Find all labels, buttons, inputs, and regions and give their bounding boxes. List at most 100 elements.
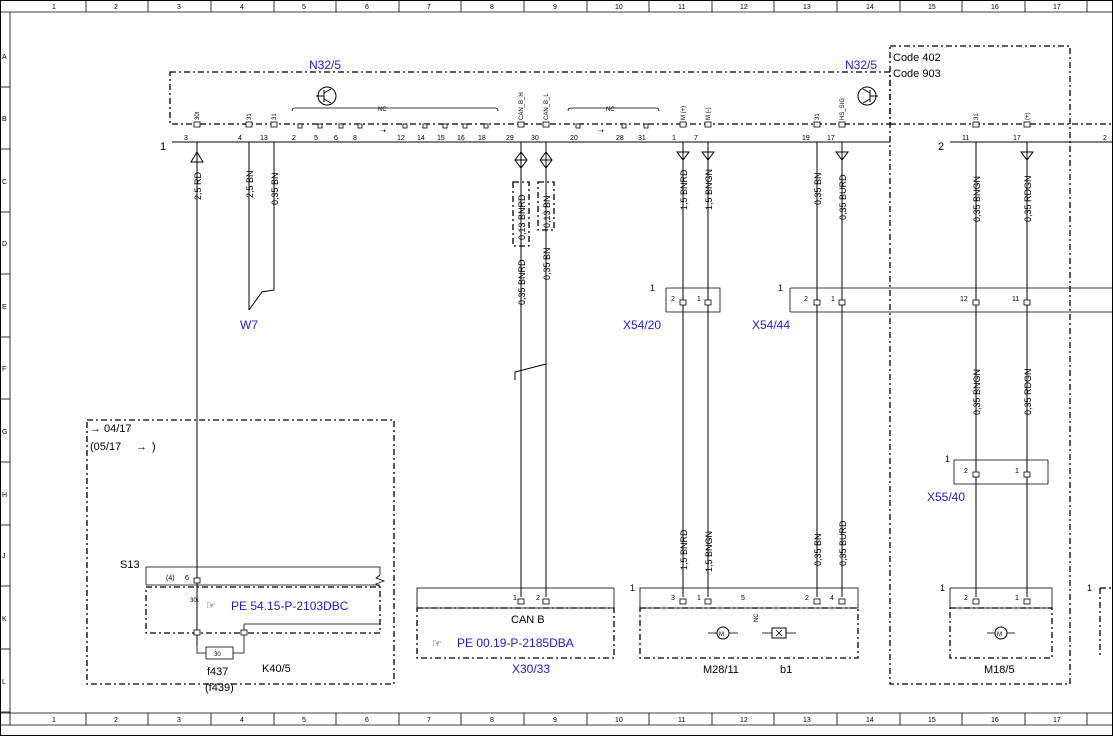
x54-44-label[interactable]: X54/44 [752,318,790,332]
top-pin-signal-label: M (+) [681,106,687,120]
pe-link-k40[interactable]: PE 54.15-P-2103DBC [231,599,349,613]
grid-col-label: 6 [365,4,369,11]
wire-label-pin17-lower: 0,35 BURD [838,520,848,566]
top-pin-number: 14 [417,135,425,142]
f439-label: (f439) [205,682,234,694]
pe-link-x30[interactable]: PE 00.19-P-2185DBA [457,636,574,650]
hall-sensor-b1-icon [762,627,796,639]
wire-lines [196,142,1028,645]
right-pin-number: 17 [1013,135,1021,142]
svg-text:M: M [997,632,1002,638]
grid-col-label: 2 [114,4,118,11]
svg-text:⇢: ⇢ [598,128,604,135]
top-pin-number: 12 [397,135,405,142]
svg-text:1: 1 [1087,583,1092,593]
grid-row-label: E [2,304,7,311]
top-pin-signal-label: HS_SIG [840,98,846,120]
date-from: 04/17 [104,423,132,435]
grid-col-label: 5 [302,717,306,724]
top-pin-number: 17 [827,135,835,142]
x30-33-label[interactable]: X30/33 [512,662,550,676]
pin-square [542,121,550,128]
pin-square [517,121,525,128]
twisted-pair-box-1 [512,181,530,247]
x54-20-label[interactable]: X54/20 [623,318,661,332]
svg-text:4: 4 [830,595,834,602]
top-pin-signal-label: CAN_B_L [544,93,550,120]
k40-5-box [86,419,395,685]
top-pin-number: 28 [616,135,624,142]
grid-col-label: 9 [553,4,557,11]
svg-text:5: 5 [741,595,745,602]
grid-col-label: 9 [553,717,557,724]
code-402-label: Code 402 [893,52,941,64]
m18-5-label: M18/5 [984,664,1015,676]
grid-col-label: 3 [177,4,181,11]
wire-label-pin17-upper: 0,35 BURD [838,174,848,220]
x54-20-connector: 1 2 1 [650,283,721,313]
wire-label-pin11-upper: 0,35 BNGN [972,176,982,222]
top-pin-signal-label: M (-) [706,107,712,120]
wire-label-pin1-upper: 1,5 BNRD [679,169,689,210]
svg-text:12: 12 [960,296,968,303]
svg-text:1: 1 [945,454,950,464]
svg-text:1: 1 [831,296,835,303]
grid-col-label: 4 [240,717,244,724]
motor-icon: M [708,626,738,640]
wire-label-pin30-twisted: 0,13 BN [542,195,552,228]
fuse-f437 [205,646,234,660]
wire-label-pin17r-lower: 0,35 RDGN [1023,368,1033,415]
n32-5-label-left[interactable]: N32/5 [309,58,341,72]
x54-44-connector: 1 2 1 12 11 [778,283,1113,313]
top-pin-number: 15 [437,135,445,142]
n32-5-label-right[interactable]: N32/5 [845,58,877,72]
grid-col-label: 16 [991,717,999,724]
top-pin-number: 29 [506,135,514,142]
grid-row-label: D [2,241,7,248]
grid-col-label: 11 [678,717,685,724]
transistor-icon [316,86,337,106]
grid-row-label: H [2,492,7,499]
pin-square [838,121,846,128]
wire-label-pin30: 0,35 BN [542,247,552,280]
svg-text:1: 1 [630,583,635,593]
pin-square [193,121,201,128]
grid-col-label: 15 [928,4,936,11]
nc-label-2: NC [606,107,615,113]
grid-col-label: 14 [866,717,874,724]
right-pin-signal-label: (+) [1025,112,1031,120]
svg-text:2: 2 [804,296,808,303]
s13-pin-4: (4) [166,575,175,582]
top-pin-number: 16 [457,135,465,142]
wire-label-pin13: 0,35 BN [270,172,280,205]
s13-label: S13 [120,559,140,571]
grid-row-label: B [2,116,7,123]
date-until-close: ) [152,441,156,453]
svg-text:2: 2 [964,468,968,475]
twisted-pair-box-2 [537,181,555,231]
grid-row-label: A [2,54,7,61]
x55-40-label[interactable]: X55/40 [927,490,965,504]
m18-5-box [949,607,1053,659]
grid-col-label: 10 [615,4,623,11]
motor-m18-icon: M [987,626,1015,640]
svg-text:2: 2 [536,595,540,602]
grid-col-label: 13 [803,717,811,724]
pin-square [270,121,278,128]
s13-pin-6: 6 [185,575,189,582]
svg-text:3: 3 [671,595,675,602]
w7-label[interactable]: W7 [240,318,258,332]
hall-sensor-icon [857,86,878,106]
svg-text:1: 1 [697,296,701,303]
top-pin-number: 31 [638,135,646,142]
top-pin-number: 30 [531,135,539,142]
fuse-value: 30 [214,652,221,658]
grid-column-labels: 1122334455667788991010111112121313141415… [52,0,1088,725]
wire-label-pin1-lower: 1,5 BNRD [679,529,689,570]
b1-label: b1 [780,664,792,676]
top-pin-signal-label: CAN_B_H [519,92,525,120]
